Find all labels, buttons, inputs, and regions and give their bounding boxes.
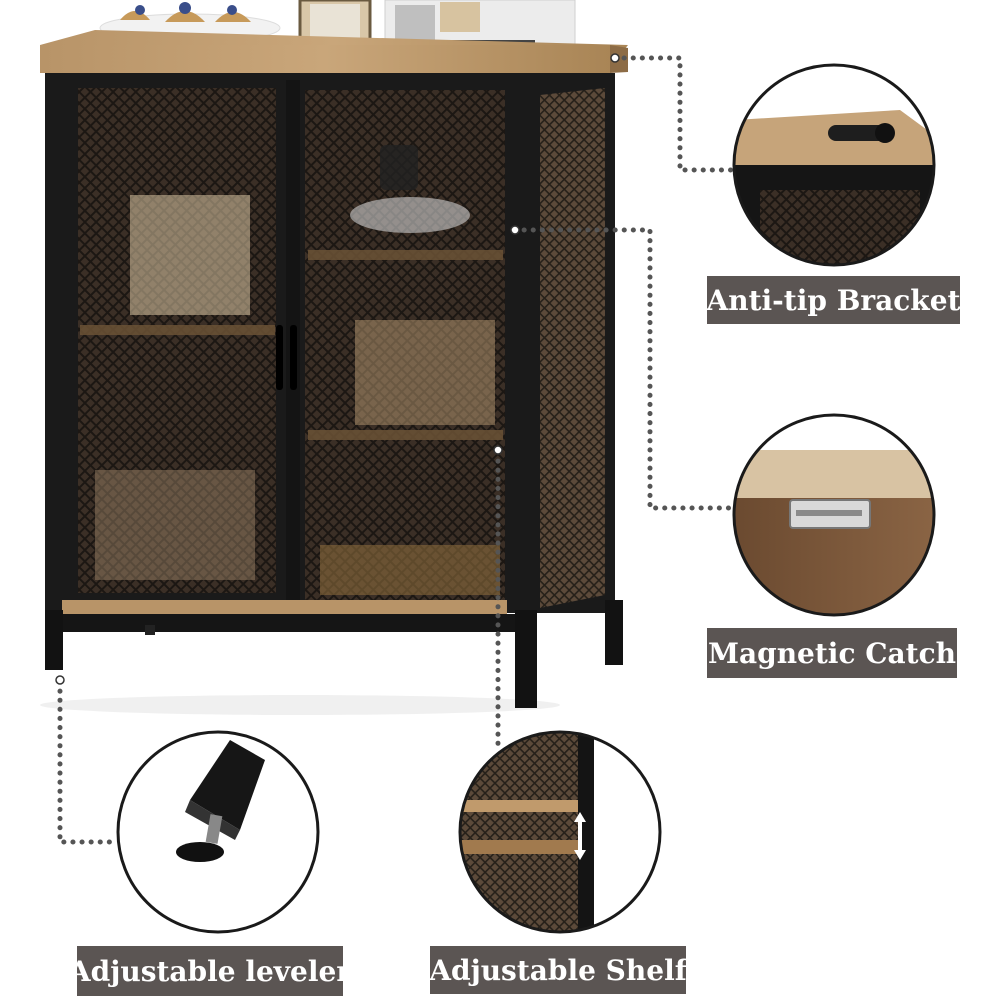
shelf-detail [458, 730, 662, 934]
anti-tip-bracket-detail [732, 63, 936, 267]
connector-dots [55, 53, 620, 685]
magnetic-catch-label: Magnetic Catch [707, 628, 957, 678]
cabinet [40, 30, 628, 715]
connector-lines [57, 55, 741, 845]
magnetic-catch-detail [732, 413, 936, 617]
adjustable-leveler-label: Adjustable leveler [69, 946, 351, 996]
adjustable-shelf-label: Adjustable Shelf [429, 946, 687, 994]
leveler-detail [116, 730, 320, 934]
anti-tip-bracket-label: Anti-tip Bracket [707, 276, 960, 324]
